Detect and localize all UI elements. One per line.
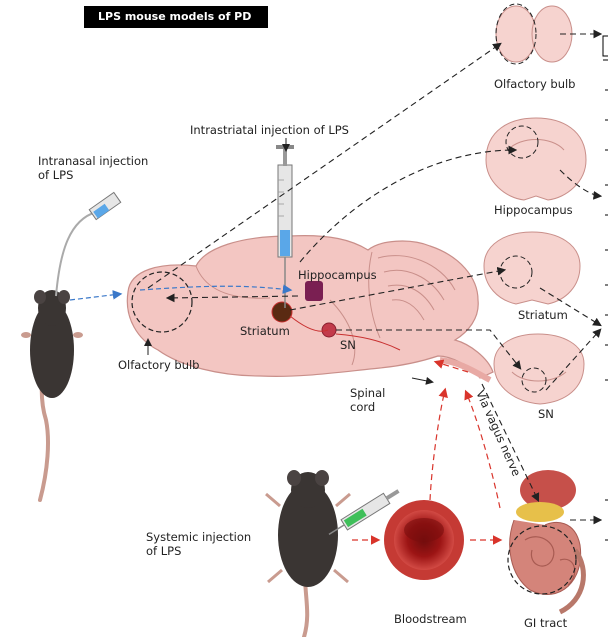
label-intranasal-line1: Intranasal injection [38, 154, 149, 168]
black-dashed-arrows [147, 29, 603, 525]
sagittal-brain [126, 235, 494, 383]
systemic-mouse [265, 470, 400, 639]
blood-cell [384, 500, 464, 580]
label-systemic: Systemic injection of LPS [146, 530, 251, 559]
red-dashed-arrows [352, 359, 503, 545]
diagram-title: LPS mouse models of PD [84, 6, 268, 28]
gi-tract [507, 470, 586, 615]
label-panel-sn: SN [538, 407, 554, 421]
label-hippocampus-brain: Hippocampus [298, 268, 377, 282]
olfactory-region-oval [131, 271, 193, 333]
label-gi-tract: GI tract [524, 616, 568, 630]
striatum-marker [271, 301, 293, 323]
label-bloodstream: Bloodstream [394, 612, 467, 626]
section-hippocampus [485, 117, 587, 201]
label-olfactory-bulb-brain: Olfactory bulb [118, 358, 200, 372]
section-sn [493, 333, 585, 405]
label-panel-striatum: Striatum [518, 308, 568, 322]
cerebellum-folds [368, 251, 456, 339]
label-sn-brain: SN [340, 338, 356, 352]
brain-outline [126, 235, 494, 379]
label-panel-olfactory: Olfactory bulb [494, 77, 576, 91]
intranasal-mouse [21, 191, 122, 502]
section-olfactory-bulb [495, 3, 573, 65]
small-pointer-arrows [144, 138, 434, 385]
label-intrastriatal: Intrastriatal injection of LPS [190, 123, 349, 137]
label-spinal-line1: Spinal [350, 386, 386, 400]
hippocampus-marker [305, 281, 323, 301]
blue-dashed-arrows [69, 284, 293, 301]
label-intranasal: Intranasal injection of LPS [38, 154, 148, 183]
label-intranasal-line2: of LPS [38, 168, 74, 183]
label-panel-hippocampus: Hippocampus [494, 203, 573, 217]
label-spinal-cord: Spinal cord [350, 386, 385, 415]
label-spinal-line2: cord [350, 400, 376, 415]
right-table-edges [602, 35, 608, 541]
label-systemic-line1: Systemic injection [146, 530, 252, 544]
label-striatum-brain: Striatum [240, 324, 290, 338]
sn-marker [321, 322, 337, 338]
section-striatum [483, 231, 581, 305]
label-systemic-line2: of LPS [146, 544, 182, 559]
